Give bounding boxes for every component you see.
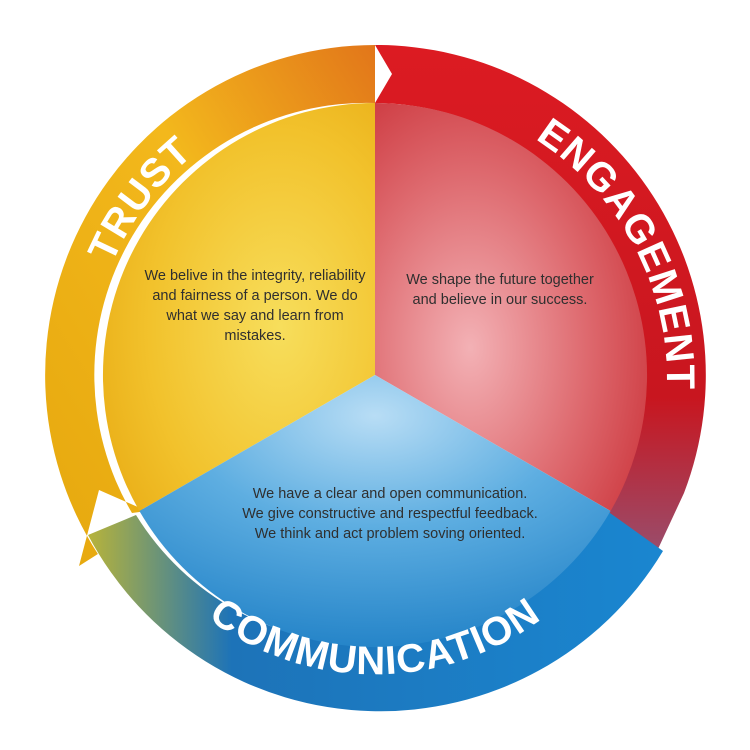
trust-sector xyxy=(102,103,376,511)
communication-sector xyxy=(139,375,611,648)
engagement-ring-segment xyxy=(375,44,706,549)
communication-description: We have a clear and open communication. … xyxy=(242,486,538,542)
trust-description: We belive in the integrity, reliability … xyxy=(144,268,366,344)
engagement-sector xyxy=(375,103,648,511)
trust-ring-segment xyxy=(45,45,375,566)
engagement-description: We shape the future together and believe… xyxy=(406,272,594,308)
communication-ring-segment xyxy=(88,508,663,712)
